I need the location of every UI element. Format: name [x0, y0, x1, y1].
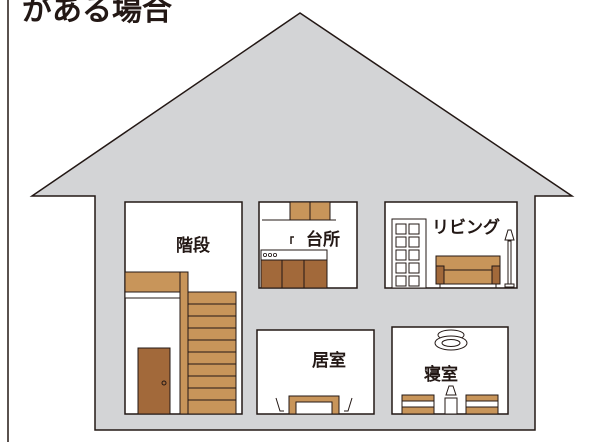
tv-stand [275, 395, 353, 415]
stove-burners-icon [262, 252, 277, 257]
den-room: 居室 [256, 329, 375, 415]
door-knob [161, 380, 167, 386]
countertop [260, 249, 328, 261]
floor-lamp-icon [504, 229, 515, 288]
room-label-stairs: 階段 [176, 235, 210, 256]
kitchen-room: 台所 [258, 201, 358, 289]
lower-cabinet [260, 259, 328, 289]
smoke-detector-icon [434, 329, 468, 351]
faucet-icon [290, 236, 294, 244]
room-label-kitchen: 台所 [306, 229, 340, 250]
diagram-heading: がある場合 [22, 0, 172, 28]
bedroom-room: 寝室 [391, 326, 509, 415]
bookshelf [391, 218, 427, 289]
room-label-den: 居室 [312, 350, 346, 371]
stairs-room: 階段 [124, 201, 243, 415]
bedside-lamp-icon [444, 385, 458, 415]
stair-railing [179, 271, 189, 415]
room-label-living: リビング [432, 217, 500, 238]
living-room: リビング [384, 201, 518, 289]
room-label-bedroom: 寝室 [424, 364, 458, 385]
staircase [187, 291, 237, 415]
twin-beds [401, 394, 499, 415]
sofa [435, 255, 501, 288]
